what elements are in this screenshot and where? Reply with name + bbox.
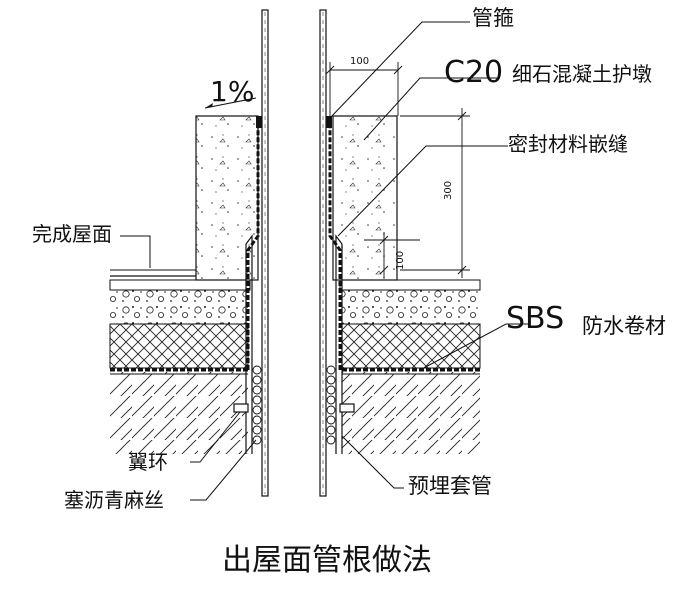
pipe-hoop-right xyxy=(326,116,332,128)
dimension-top-width xyxy=(325,62,403,116)
label-pipe-hoop: 管箍 xyxy=(472,6,514,30)
label-sbs-desc: 防水卷材 xyxy=(582,314,666,338)
leader-wing-ring xyxy=(190,411,241,463)
slab-layer-left xyxy=(110,372,248,454)
membrane-upturn-left xyxy=(246,122,260,370)
slope-label: 1% xyxy=(210,75,255,108)
pipe-hoop-left xyxy=(256,116,262,128)
leader-sleeve xyxy=(341,435,404,489)
concrete-pier-right xyxy=(332,115,398,281)
label-asphalt-hemp: 塞沥青麻丝 xyxy=(64,488,164,512)
membrane-upturn-right xyxy=(328,122,342,370)
concrete-pier xyxy=(195,115,398,281)
dimension-100-label: 100 xyxy=(395,250,406,270)
dimension-300-label: 300 xyxy=(443,180,454,200)
slab-layer-right xyxy=(342,372,480,454)
insulation-layer-left xyxy=(109,323,249,369)
leader-sbs xyxy=(419,323,530,371)
insulation-layer-right xyxy=(341,323,481,369)
label-wing-ring: 翼环 xyxy=(128,450,168,474)
layers-right xyxy=(339,279,481,454)
dimension-300 xyxy=(400,108,470,278)
asphalt-hemp-fill xyxy=(252,365,336,445)
label-sbs: SBS xyxy=(506,301,565,336)
screed-layer-right xyxy=(339,279,481,291)
concrete-pier-left xyxy=(195,115,259,281)
label-concrete-c20: C20 xyxy=(444,55,504,90)
leader-lines xyxy=(120,21,530,501)
gravel-layer-right xyxy=(342,290,480,324)
label-concrete-desc: 细石混凝土护墩 xyxy=(512,62,652,86)
label-finished-roof: 完成屋面 xyxy=(32,222,112,246)
dimension-100 xyxy=(364,232,420,278)
wing-ring-right xyxy=(339,403,355,413)
dimension-top-width-label: 100 xyxy=(350,56,370,67)
screed-layer-left xyxy=(109,279,251,291)
layers-left xyxy=(109,279,251,454)
leader-finished-roof xyxy=(120,235,151,268)
diagram-title: 出屋面管根做法 xyxy=(222,543,432,578)
gravel-layer-left xyxy=(110,290,248,324)
leader-asphalt-hemp xyxy=(190,439,257,501)
slope-indicator xyxy=(204,97,257,109)
wing-ring-left xyxy=(233,403,249,413)
leader-pipe-hoop xyxy=(329,21,470,119)
leader-sealant xyxy=(337,145,508,237)
leader-concrete xyxy=(363,77,500,141)
pipe xyxy=(261,9,327,497)
label-sealant: 密封材料嵌缝 xyxy=(508,132,628,156)
label-embedded-sleeve: 预埋套管 xyxy=(408,474,492,498)
embedded-sleeve xyxy=(245,234,343,454)
